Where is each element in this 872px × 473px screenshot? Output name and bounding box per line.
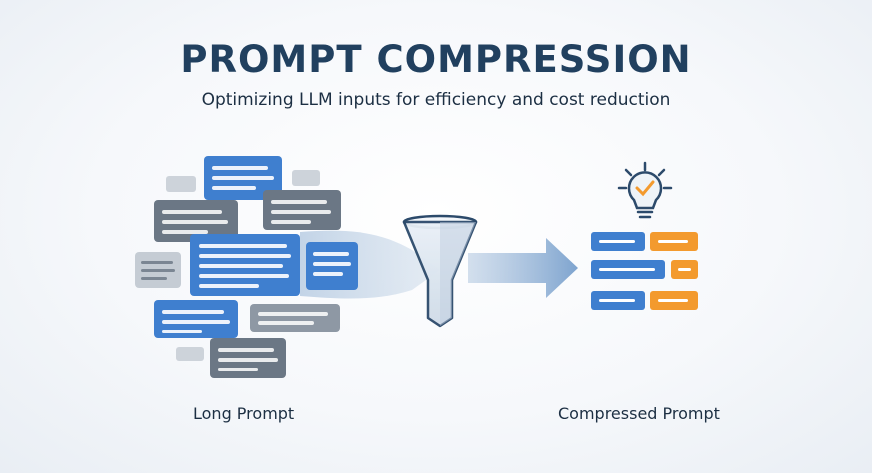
text-block — [204, 156, 282, 200]
compressed-block — [671, 260, 698, 279]
compressed-block — [650, 291, 698, 310]
page-title: PROMPT COMPRESSION — [180, 38, 692, 81]
funnel-icon — [402, 214, 478, 328]
text-block — [166, 176, 196, 192]
compressed-block — [591, 260, 665, 279]
compressed-block — [650, 232, 698, 251]
text-block — [250, 304, 340, 332]
text-block — [292, 170, 320, 186]
lightbulb-check-icon — [617, 161, 673, 219]
long-prompt-cluster — [135, 156, 358, 378]
text-block — [190, 234, 300, 296]
text-block — [154, 200, 238, 242]
compressed-prompt-cluster — [591, 232, 698, 310]
text-block — [135, 252, 181, 288]
long-prompt-label: Long Prompt — [193, 404, 295, 423]
page-subtitle: Optimizing LLM inputs for efficiency and… — [201, 90, 671, 110]
compressed-block — [591, 291, 645, 310]
text-block — [210, 338, 286, 378]
text-block — [176, 347, 204, 361]
arrow-right-icon — [468, 238, 578, 298]
text-block — [154, 300, 238, 338]
text-block — [306, 242, 358, 290]
compressed-block — [591, 232, 645, 251]
text-block — [263, 190, 341, 230]
compressed-prompt-label: Compressed Prompt — [558, 404, 720, 423]
